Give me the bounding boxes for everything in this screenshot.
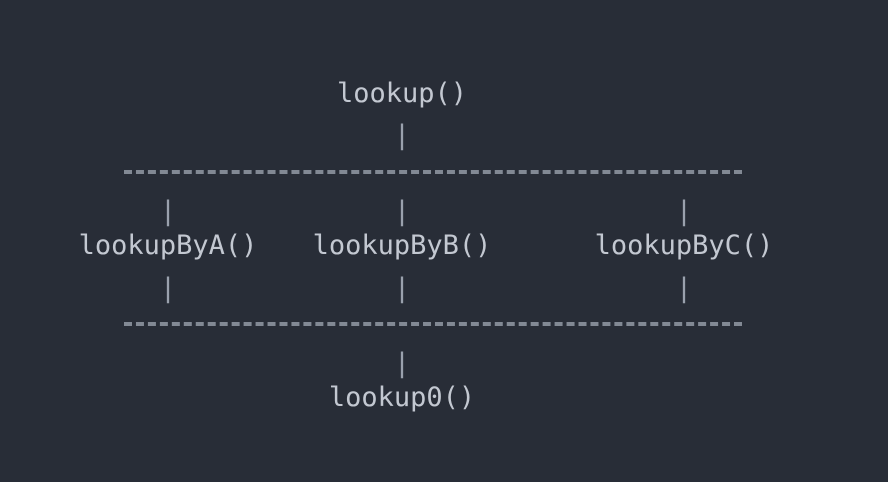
divider-top [124,170,742,174]
connector-below-lookupbya: | [159,273,177,304]
connector-above-lookupbya: | [159,196,177,227]
node-lookup: lookup() [336,78,468,109]
node-lookupbya: lookupByA() [78,230,258,261]
connector-below-lookupbyb: | [393,273,411,304]
node-lookupbyc: lookupByC() [594,230,774,261]
node-lookup0: lookup0() [328,382,476,413]
divider-bottom [124,322,742,326]
connector-divider-to-leaf: | [393,348,411,379]
connector-below-lookupbyc: | [675,273,693,304]
node-lookupbyb: lookupByB() [312,230,492,261]
connector-above-lookupbyb: | [393,196,411,227]
connector-root-to-divider: | [393,120,411,151]
connector-above-lookupbyc: | [675,196,693,227]
